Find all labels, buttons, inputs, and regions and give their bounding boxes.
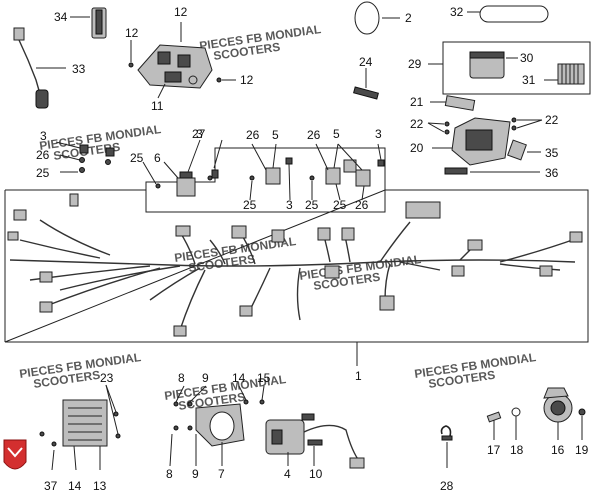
callout-12: 12 <box>174 5 188 19</box>
callout-24: 24 <box>359 55 373 69</box>
callout-18: 18 <box>510 443 524 457</box>
part-24-pin <box>353 68 379 100</box>
callout-4: 4 <box>284 467 291 481</box>
callout-11: 11 <box>151 99 164 113</box>
callout-13: 13 <box>93 479 107 493</box>
part-11-bracket <box>128 22 236 99</box>
callout-26c: 26 <box>307 128 321 142</box>
callout-25c: 25 <box>243 198 257 212</box>
part-29-battery-box <box>428 41 591 95</box>
callout-26d: 26 <box>355 198 369 212</box>
callout-2: 2 <box>405 11 412 25</box>
part-7-bracket <box>169 385 265 467</box>
part-28-clip <box>440 425 453 468</box>
callout-22b: 22 <box>545 113 559 127</box>
callout-29: 29 <box>408 57 422 71</box>
part-17-18-fasteners <box>486 407 521 440</box>
part-32-band <box>467 5 549 23</box>
part-4-starter-relay <box>265 413 365 469</box>
callout-35: 35 <box>545 146 559 160</box>
part-31-connector-block <box>557 63 585 85</box>
callout-7: 7 <box>218 467 225 481</box>
callout-26b: 26 <box>246 128 260 142</box>
callout-12b: 12 <box>125 26 139 40</box>
callout-10: 10 <box>309 467 323 481</box>
part-33-34-sensor-lead <box>13 7 107 109</box>
callout-31: 31 <box>522 73 536 87</box>
callout-30: 30 <box>520 51 534 65</box>
callout-26: 26 <box>36 148 50 162</box>
brand-logo <box>3 439 27 470</box>
part-16-horn <box>543 387 586 440</box>
callout-37: 37 <box>44 479 58 493</box>
callout-8b: 8 <box>166 467 173 481</box>
part-2-clip <box>354 1 400 35</box>
callout-5b: 5 <box>333 127 340 141</box>
callout-14: 14 <box>68 479 82 493</box>
callout-34: 34 <box>54 10 68 24</box>
callout-9b: 9 <box>192 467 199 481</box>
callout-19: 19 <box>575 443 589 457</box>
callout-23: 23 <box>100 371 114 385</box>
callout-25d: 25 <box>305 198 319 212</box>
callout-6: 6 <box>154 151 161 165</box>
part-20-ecu-tray <box>427 95 543 175</box>
callout-22: 22 <box>410 117 424 131</box>
callout-3: 3 <box>40 129 47 143</box>
part-13-regulator <box>39 384 121 471</box>
relay-sub-box <box>142 139 386 213</box>
main-harness-part-1 <box>4 189 589 366</box>
callout-33: 33 <box>72 62 86 76</box>
callout-27: 27 <box>192 127 206 141</box>
relay-group-left <box>55 141 115 173</box>
watermark-group: PIECES FB MONDIAL SCOOTERS PIECES FB MON… <box>18 22 536 413</box>
callout-5: 5 <box>272 128 279 142</box>
callout-16: 16 <box>551 443 565 457</box>
callout-3c: 3 <box>286 198 293 212</box>
callout-labels: 1 2 3 3 3 3 4 5 5 6 7 8 8 9 9 10 11 12 1… <box>36 5 589 493</box>
callout-25e: 25 <box>333 198 347 212</box>
callout-15: 15 <box>257 371 271 385</box>
callout-20: 20 <box>410 141 424 155</box>
callout-28: 28 <box>440 479 454 493</box>
callout-8: 8 <box>178 371 185 385</box>
callout-3b: 3 <box>196 127 203 141</box>
callout-25: 25 <box>36 166 50 180</box>
callout-3d: 3 <box>375 127 382 141</box>
callout-12c: 12 <box>240 73 254 87</box>
callout-17: 17 <box>487 443 501 457</box>
callout-36: 36 <box>545 166 559 180</box>
callout-21: 21 <box>410 95 424 109</box>
callout-14b: 14 <box>232 371 246 385</box>
callout-1: 1 <box>355 369 362 383</box>
callout-9: 9 <box>202 371 209 385</box>
callout-32: 32 <box>450 5 464 19</box>
callout-25b: 25 <box>130 151 144 165</box>
